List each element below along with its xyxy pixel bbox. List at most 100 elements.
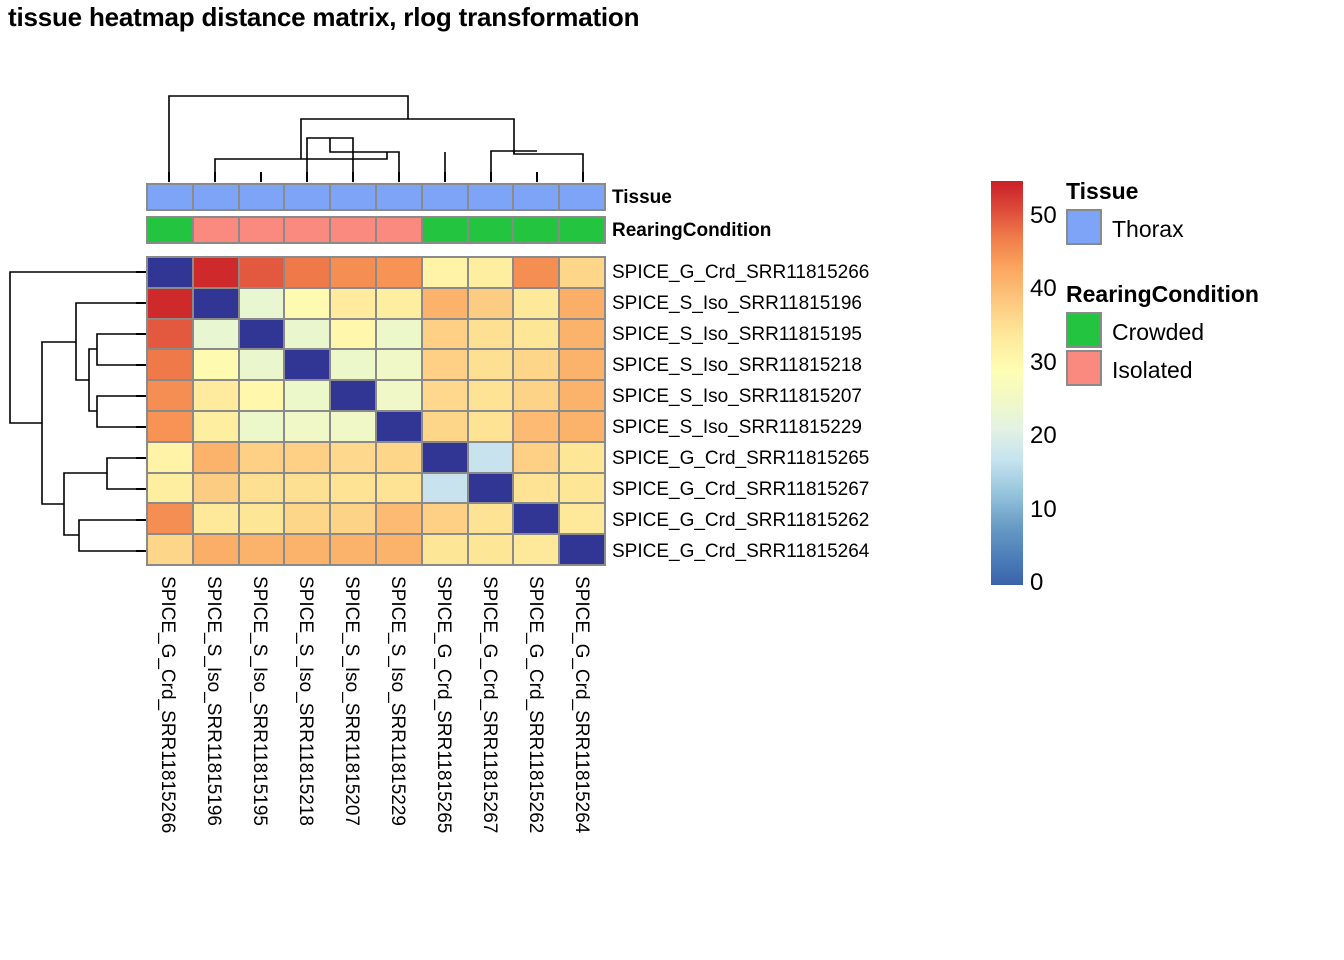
col-tick <box>490 172 492 182</box>
tissue-annotation-label: Tissue <box>612 187 672 208</box>
heatmap-cell <box>330 257 376 288</box>
heatmap-cell <box>467 287 514 319</box>
heatmap-cell <box>513 380 560 411</box>
heatmap-cell <box>147 318 193 350</box>
heatmap-cell <box>513 534 560 565</box>
heatmap-cell <box>513 287 560 319</box>
rearing-condition-annotation-cell <box>421 217 468 243</box>
tissue-legend-title: Tissue <box>1066 178 1139 204</box>
heatmap-cell <box>421 410 468 442</box>
heatmap-cell <box>238 534 285 565</box>
heatmap-cell <box>467 257 514 288</box>
rearing-legend-swatch-isolated[interactable] <box>1066 350 1102 386</box>
colorbar-tick-label: 50 <box>1030 201 1057 229</box>
heatmap-cell <box>284 441 331 473</box>
heatmap-cell <box>330 318 376 350</box>
heatmap-cell <box>421 257 468 288</box>
rearing-condition-annotation-cell <box>192 217 239 243</box>
heatmap-cell <box>559 380 605 411</box>
rearing-condition-annotation-cell <box>330 217 376 243</box>
heatmap-cell <box>375 318 422 350</box>
heatmap-cell <box>375 441 422 473</box>
col-tick <box>168 172 170 182</box>
heatmap-row-label: SPICE_S_Iso_SRR11815229 <box>612 416 862 438</box>
heatmap-cell <box>330 410 376 442</box>
heatmap-cell <box>559 441 605 473</box>
col-tick <box>306 172 308 182</box>
colorbar-tick-label: 0 <box>1030 569 1044 596</box>
row-tick <box>136 426 146 428</box>
heatmap-cell <box>330 503 376 535</box>
heatmap-cell <box>192 380 239 411</box>
heatmap-column-label: SPICE_S_Iso_SRR11815207 <box>341 576 362 826</box>
heatmap-cell <box>375 472 422 504</box>
heatmap-cell <box>330 287 376 319</box>
heatmap-cell <box>284 287 331 319</box>
row-tick <box>136 395 146 397</box>
heatmap-cell <box>559 318 605 350</box>
heatmap-cell <box>238 349 285 381</box>
heatmap-cell <box>421 441 468 473</box>
heatmap-column-label: SPICE_G_Crd_SRR11815267 <box>479 576 500 834</box>
heatmap-cell <box>559 257 605 288</box>
col-tick <box>398 172 400 182</box>
row-tick <box>136 550 146 552</box>
row-dendrogram <box>9 271 146 552</box>
heatmap-cell <box>559 287 605 319</box>
heatmap-cell <box>421 503 468 535</box>
row-tick <box>136 364 146 366</box>
heatmap-cell <box>284 349 331 381</box>
heatmap-column-label: SPICE_S_Iso_SRR11815196 <box>203 576 224 826</box>
heatmap-cell <box>238 503 285 535</box>
tissue-legend-swatch-thorax[interactable] <box>1066 209 1102 245</box>
heatmap-cell <box>147 503 193 535</box>
rearing-legend-swatch-crowded[interactable] <box>1066 312 1102 348</box>
colorbar-tick-label: 30 <box>1030 348 1057 376</box>
column-dendrogram <box>168 95 584 182</box>
heatmap-row-label: SPICE_S_Iso_SRR11815196 <box>612 292 862 314</box>
heatmap-row-label: SPICE_G_Crd_SRR11815266 <box>612 261 870 283</box>
heatmap-cell <box>238 257 285 288</box>
heatmap-cell <box>513 257 560 288</box>
heatmap-cell <box>513 503 560 535</box>
heatmap-cell <box>330 534 376 565</box>
rearing-condition-annotation-cell <box>467 217 514 243</box>
heatmap-cell <box>192 349 239 381</box>
heatmap-column-label: SPICE_G_Crd_SRR11815262 <box>525 576 546 834</box>
heatmap-cell <box>330 441 376 473</box>
heatmap-cell <box>330 472 376 504</box>
heatmap-row-label: SPICE_G_Crd_SRR11815262 <box>612 509 870 531</box>
heatmap-column-label: SPICE_G_Crd_SRR11815266 <box>157 576 178 834</box>
heatmap-cell <box>467 503 514 535</box>
heatmap-row-label: SPICE_S_Iso_SRR11815195 <box>612 323 862 345</box>
heatmap-cell <box>192 441 239 473</box>
row-tick <box>136 519 146 521</box>
heatmap-row-label: SPICE_G_Crd_SRR11815267 <box>612 478 870 500</box>
heatmap-cell <box>192 472 239 504</box>
heatmap-cell <box>559 503 605 535</box>
rearing-condition-annotation-cell <box>513 217 560 243</box>
heatmap-cell <box>192 534 239 565</box>
heatmap-column-label: SPICE_G_Crd_SRR11815265 <box>433 576 454 834</box>
col-tick <box>444 172 446 182</box>
heatmap-cell <box>330 349 376 381</box>
heatmap-cell <box>147 534 193 565</box>
colorbar-tick-label: 10 <box>1030 495 1057 523</box>
heatmap-cell <box>284 410 331 442</box>
rearing-condition-annotation-cell <box>147 217 193 243</box>
heatmap-cell <box>238 441 285 473</box>
tissue-annotation-cell <box>284 184 331 210</box>
heatmap-cell <box>467 441 514 473</box>
colorbar-tick-label: 40 <box>1030 275 1057 303</box>
heatmap-cell <box>284 534 331 565</box>
page-title: tissue heatmap distance matrix, rlog tra… <box>8 2 640 32</box>
heatmap-cell <box>192 318 239 350</box>
tissue-annotation-cell <box>330 184 376 210</box>
heatmap-cell <box>421 349 468 381</box>
rearing-condition-annotation-cell <box>238 217 285 243</box>
row-tick <box>136 333 146 335</box>
heatmap-cell <box>513 410 560 442</box>
col-tick <box>582 172 584 182</box>
heatmap-column-label: SPICE_S_Iso_SRR11815218 <box>295 576 316 826</box>
